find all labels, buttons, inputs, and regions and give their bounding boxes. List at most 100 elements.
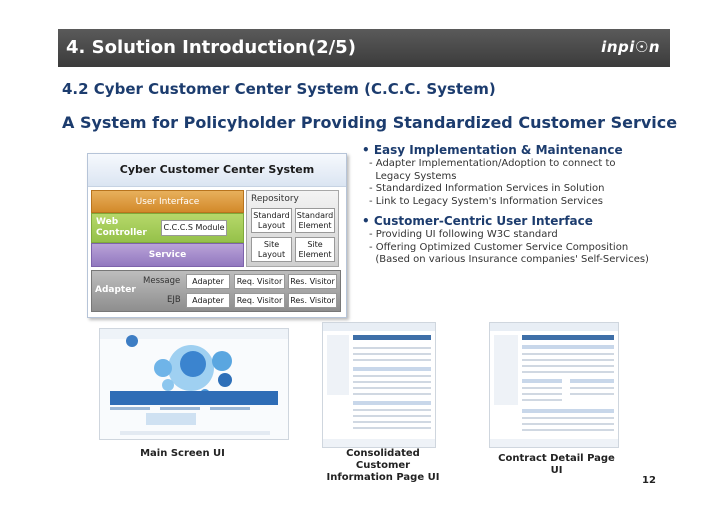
diagram-header: Cyber Customer Center System bbox=[88, 154, 346, 187]
consolidated-info-thumbnail bbox=[322, 322, 436, 448]
thumb-row bbox=[570, 393, 614, 395]
thumb-header bbox=[353, 401, 431, 405]
logo-bubble bbox=[126, 335, 138, 347]
thumb-text bbox=[160, 407, 200, 410]
ejb-req-visitor-cell: Req. Visitor bbox=[234, 293, 285, 308]
bullet-item: - Standardized Information Services in S… bbox=[369, 183, 605, 194]
title-bar: 4. Solution Introduction(2/5) inpi☉n bbox=[58, 29, 670, 67]
service-label: Service bbox=[148, 250, 187, 260]
message-adapter-cell: Adapter bbox=[186, 274, 230, 289]
ccs-module-label: C.C.C.S Module bbox=[163, 223, 225, 232]
web-controller-label: Web Controller bbox=[96, 217, 147, 238]
thumb-title bbox=[353, 335, 431, 340]
thumb-row bbox=[353, 359, 431, 361]
feature-bullets: • Easy Implementation & Maintenance - Ad… bbox=[362, 143, 668, 267]
page-number: 12 bbox=[642, 475, 656, 486]
ejb-adapter-cell: Adapter bbox=[186, 293, 230, 308]
thumb-text bbox=[110, 407, 150, 410]
thumb-row bbox=[353, 409, 431, 411]
bullet-item: - Adapter Implementation/Adoption to con… bbox=[369, 158, 616, 169]
thumb-row bbox=[522, 399, 562, 401]
web-controller-layer: Web Controller C.C.C.S Module bbox=[91, 213, 244, 243]
section-title: 4.2 Cyber Customer Center System (C.C.C.… bbox=[62, 80, 496, 98]
caption-consolidated-line1: Consolidated Customer bbox=[346, 448, 420, 471]
slide-title: 4. Solution Introduction(2/5) bbox=[66, 37, 356, 58]
thumb-row bbox=[522, 353, 614, 355]
bubble bbox=[218, 373, 232, 387]
bubble bbox=[180, 351, 206, 377]
repo-standard-element: Standard Element bbox=[295, 208, 335, 233]
ccs-module-box: C.C.C.S Module bbox=[161, 220, 227, 236]
bullet-item: - Offering Optimized Customer Service Co… bbox=[369, 241, 629, 253]
thumb-row bbox=[522, 417, 614, 419]
service-layer: Service bbox=[91, 243, 244, 267]
message-res-visitor-cell: Res. Visitor bbox=[288, 274, 337, 289]
bubble bbox=[154, 359, 172, 377]
thumb-footer bbox=[490, 439, 618, 447]
bubble bbox=[212, 351, 232, 371]
caption-contract-detail: Contract Detail Page UI bbox=[498, 453, 615, 476]
thumb-header bbox=[522, 409, 614, 413]
caption-consolidated-line2: Information Page UI bbox=[326, 472, 440, 483]
message-source-label: Message bbox=[143, 276, 181, 286]
thumb-header bbox=[522, 345, 614, 349]
thumb-row bbox=[522, 387, 562, 389]
repository-label: Repository bbox=[251, 194, 299, 204]
repo-standard-layout: Standard Layout bbox=[251, 208, 292, 233]
thumb-header bbox=[353, 367, 431, 371]
ejb-res-visitor-cell: Res. Visitor bbox=[288, 293, 337, 308]
thumb-topbar bbox=[100, 329, 288, 339]
thumb-topbar bbox=[323, 323, 435, 331]
slide-subtitle: A System for Policyholder Providing Stan… bbox=[62, 113, 678, 132]
message-req-visitor-cell: Req. Visitor bbox=[234, 274, 285, 289]
thumb-row bbox=[353, 421, 431, 423]
thumb-row bbox=[522, 393, 562, 395]
thumb-row bbox=[522, 371, 614, 373]
thumb-row bbox=[522, 359, 614, 361]
thumb-row bbox=[353, 381, 431, 383]
bullet-item: (Based on various Insurance companies' S… bbox=[369, 254, 649, 265]
thumb-row bbox=[353, 427, 431, 429]
thumb-footer bbox=[120, 431, 270, 435]
thumb-title bbox=[522, 335, 614, 340]
repo-site-layout: Site Layout bbox=[251, 237, 292, 262]
bubble bbox=[162, 379, 174, 391]
thumb-row bbox=[353, 387, 431, 389]
ejb-source-label: EJB bbox=[167, 295, 181, 305]
thumb-header bbox=[522, 379, 562, 383]
bullet-heading-implementation: • Easy Implementation & Maintenance bbox=[362, 143, 623, 157]
thumb-blue-band bbox=[110, 391, 278, 405]
adapter-layer: Adapter Message Adapter Req. Visitor Res… bbox=[91, 270, 341, 312]
user-interface-label: User Interface bbox=[135, 197, 200, 207]
repo-site-element: Site Element bbox=[295, 237, 335, 262]
thumb-footer bbox=[323, 439, 435, 447]
thumb-box bbox=[146, 413, 196, 425]
bullet-item: - Link to Legacy System's Information Se… bbox=[369, 195, 603, 207]
caption-consolidated: Consolidated Customer Information Page U… bbox=[322, 448, 444, 484]
thumb-header bbox=[570, 379, 614, 383]
thumb-row bbox=[353, 393, 431, 395]
company-logo: inpi☉n bbox=[601, 38, 660, 56]
thumb-topbar bbox=[490, 323, 618, 331]
thumb-row bbox=[353, 375, 431, 377]
thumb-sidebar bbox=[494, 335, 518, 405]
thumb-row bbox=[522, 365, 614, 367]
contract-detail-thumbnail bbox=[489, 322, 619, 448]
user-interface-layer: User Interface bbox=[91, 190, 244, 213]
thumb-sidebar bbox=[327, 335, 349, 395]
thumb-row bbox=[353, 415, 431, 417]
thumb-row bbox=[522, 423, 614, 425]
thumb-text bbox=[210, 407, 250, 410]
repository-box: Repository Standard Layout Standard Elem… bbox=[246, 190, 339, 267]
bullet-item: - Providing UI following W3C standard bbox=[369, 229, 558, 240]
main-screen-thumbnail bbox=[99, 328, 289, 440]
caption-main-screen: Main Screen UI bbox=[140, 448, 225, 459]
bullet-item: Legacy Systems bbox=[369, 170, 457, 182]
bullet-heading-ui: • Customer-Centric User Interface bbox=[362, 214, 593, 228]
thumb-row bbox=[570, 387, 614, 389]
thumb-row bbox=[353, 347, 431, 349]
thumb-row bbox=[353, 353, 431, 355]
adapter-label: Adapter bbox=[95, 285, 136, 295]
architecture-diagram: Cyber Customer Center System User Interf… bbox=[87, 153, 347, 318]
diagram-title: Cyber Customer Center System bbox=[119, 163, 315, 176]
